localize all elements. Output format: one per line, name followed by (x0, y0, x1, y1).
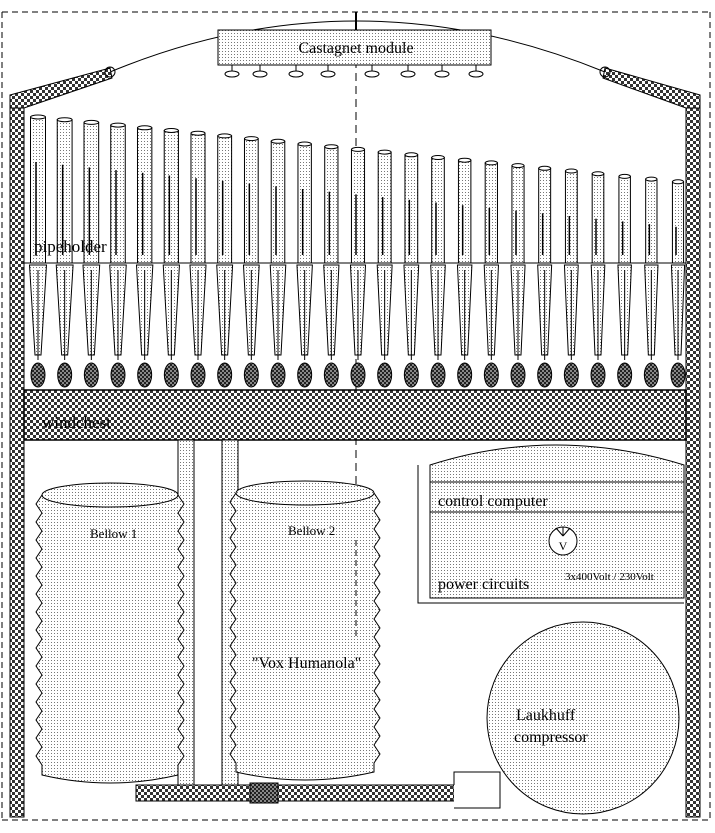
organ-pipe (376, 149, 393, 388)
laukhuff-compressor (486, 621, 680, 815)
organ-pipe (537, 165, 553, 388)
windchest-box (23, 389, 687, 441)
control-computer-label: control computer (438, 493, 548, 510)
organ-pipe (216, 133, 234, 388)
organ-pipe (242, 136, 260, 388)
organ-pipe (456, 157, 473, 388)
compressor-label-1: Laukhuff (516, 707, 576, 724)
pipeholder-label: pipeholder (34, 237, 107, 256)
bellow-1-label: Bellow 1 (90, 526, 137, 541)
organ-pipe (296, 141, 313, 388)
roof-left (9, 67, 113, 109)
roof-hinges (104, 66, 611, 78)
organ-pipe (403, 152, 420, 388)
organ-pipe (510, 163, 526, 388)
bellow-2 (229, 480, 381, 781)
organ-pipe (430, 155, 446, 388)
left-wall (9, 94, 25, 818)
roof-right (602, 67, 701, 109)
bottom-air-channel (135, 784, 455, 802)
organ-pipes (28, 114, 686, 388)
organ-pipe (109, 122, 127, 388)
castagnet-module-label: Castagnet module (298, 40, 413, 57)
castagnet-hammers (224, 65, 484, 78)
organ-pipe (323, 144, 340, 388)
bellow-2-label: Bellow 2 (288, 523, 335, 538)
compressor-label-2: compressor (514, 729, 588, 746)
organ-pipe (483, 160, 499, 388)
organ-pipe (82, 119, 101, 388)
organ-pipe (189, 130, 207, 388)
voltmeter-icon: V (548, 526, 578, 556)
organ-pipe (590, 171, 606, 388)
organ-pipe (670, 179, 686, 388)
organ-pipe (162, 128, 180, 388)
control-cabinet (429, 444, 685, 599)
castagnet-module-box (217, 29, 492, 66)
power-circuits-label: power circuits (438, 576, 529, 593)
bellow-1 (35, 482, 185, 784)
compressor-outlet (453, 771, 501, 809)
windchest-label: windchest (42, 413, 111, 432)
organ-pipe (617, 173, 633, 388)
organ-pipe (28, 114, 48, 388)
organ-pipe (269, 138, 287, 388)
voltage-label: 3x400Volt / 230Volt (565, 571, 654, 583)
svg-text:V: V (559, 539, 568, 553)
cabinet-edge (417, 465, 684, 604)
organ-pipe (349, 146, 367, 388)
bottom-channel-joint (249, 782, 279, 804)
right-wall (685, 94, 701, 818)
organ-pipe (135, 125, 154, 388)
organ-pipe (563, 168, 579, 388)
vox-humanola-label: "Vox Humanola" (252, 655, 361, 672)
organ-pipe (643, 176, 659, 388)
